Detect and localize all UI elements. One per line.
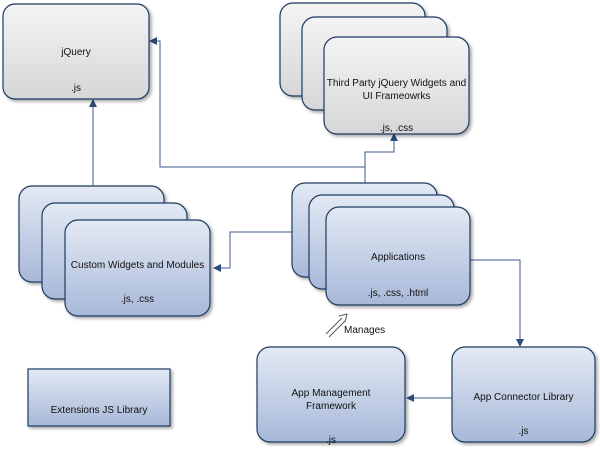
- third-party-stack: [279, 2, 470, 135]
- connectors: [89, 37, 524, 402]
- diagram-canvas: [2, 2, 596, 443]
- applications-box: [325, 206, 471, 306]
- extensions-box: [27, 368, 171, 427]
- applications-stack: [291, 182, 471, 306]
- manages-arrow-icon: [325, 313, 348, 338]
- edge-applications-to-thirdparty: [364, 133, 398, 167]
- edge-applications-to-custom: [213, 231, 292, 272]
- app-connector-box: [451, 346, 596, 443]
- edge-applications-to-connector: [470, 259, 524, 347]
- custom-widgets-stack: [18, 185, 211, 317]
- architecture-diagram: jQuery .js Third Party jQuery Widgets an…: [2, 2, 596, 446]
- app-management-box: [256, 346, 406, 443]
- edge-applications-to-jquery: [149, 37, 366, 183]
- custom-widgets-box: [64, 219, 211, 317]
- jquery-box: [2, 3, 150, 100]
- third-party-box: [323, 36, 470, 135]
